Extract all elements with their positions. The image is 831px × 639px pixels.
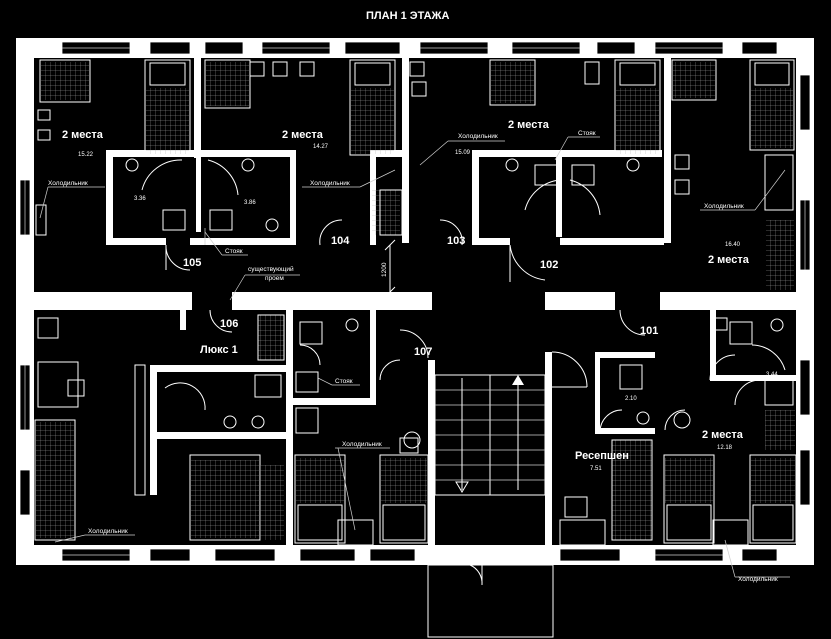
fridge-note-1: Холодильник bbox=[48, 180, 88, 187]
leader-lines bbox=[39, 136, 790, 578]
room-label-r1: 2 места bbox=[62, 129, 104, 141]
bath-area-b3: 3.44 bbox=[766, 372, 778, 378]
dimension-label: 1200 bbox=[381, 262, 388, 277]
fridge-note-6: Холодильник bbox=[88, 528, 128, 535]
room-label-r3: 2 места bbox=[508, 119, 550, 131]
door-number-103: 103 bbox=[447, 235, 465, 247]
room-label-r5: Люкс 1 bbox=[200, 344, 238, 356]
riser-note-3: Стояк bbox=[335, 378, 353, 385]
room-area-r7: 12.18 bbox=[717, 445, 733, 451]
room-area-r6: 7.51 bbox=[590, 466, 602, 472]
opening-note-line2: проем bbox=[265, 275, 284, 282]
door-number-107: 107 bbox=[414, 346, 432, 358]
room-area-r2: 14.27 bbox=[313, 144, 329, 150]
door-number-101: 101 bbox=[640, 325, 658, 337]
opening-note-line1: существующий bbox=[248, 265, 294, 273]
bath-area-b2: 3.86 bbox=[244, 200, 256, 206]
beds bbox=[34, 59, 797, 544]
labels: ПЛАН 1 ЭТАЖА 2 места 15.22 2 места 14.27… bbox=[48, 10, 778, 583]
furniture bbox=[35, 61, 794, 546]
dimension-1200 bbox=[384, 239, 396, 298]
fridge-note-2: Холодильник bbox=[310, 180, 350, 187]
room-area-r1: 15.22 bbox=[78, 152, 94, 158]
bed-hatching bbox=[36, 62, 795, 540]
bath-area-b1: 3.36 bbox=[134, 196, 146, 202]
door-number-106: 106 bbox=[220, 318, 238, 330]
door-number-102: 102 bbox=[540, 259, 558, 271]
room-area-r4: 16.40 bbox=[725, 242, 741, 248]
room-label-r7: 2 места bbox=[702, 429, 744, 441]
riser-note-1: Стояк bbox=[225, 248, 243, 255]
staircase bbox=[434, 374, 546, 496]
room-label-r6: Ресепшен bbox=[575, 450, 629, 462]
fridge-note-5: Холодильник bbox=[342, 441, 382, 448]
door-number-105: 105 bbox=[183, 257, 201, 269]
fridge-note-4: Холодильник bbox=[704, 203, 744, 210]
windows bbox=[19, 41, 811, 562]
door-number-104: 104 bbox=[331, 235, 350, 247]
riser-note-2: Стояк bbox=[578, 130, 596, 137]
fridge-note-3: Холодильник bbox=[458, 133, 498, 140]
room-label-r4: 2 места bbox=[708, 254, 750, 266]
fixtures bbox=[125, 158, 786, 429]
door-swings bbox=[165, 219, 761, 433]
plan-title: ПЛАН 1 ЭТАЖА bbox=[366, 10, 449, 22]
entrance-porch bbox=[427, 564, 554, 638]
room-area-r3: 15.09 bbox=[455, 150, 471, 156]
bath-area-b4: 2.10 bbox=[625, 396, 637, 402]
fridge-note-7: Холодильник bbox=[738, 576, 778, 583]
interior-walls bbox=[34, 58, 796, 545]
room-label-r2: 2 места bbox=[282, 129, 324, 141]
